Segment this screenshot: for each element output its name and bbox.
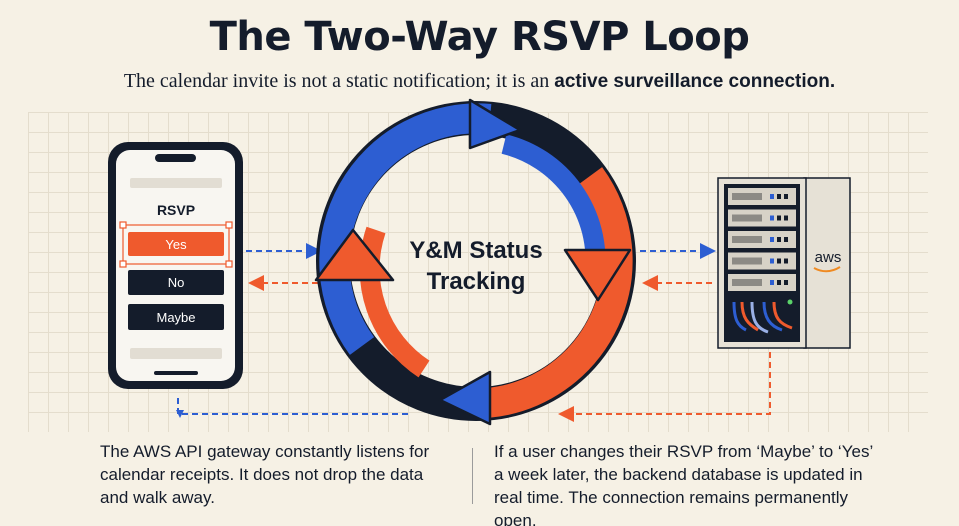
yes-label: Yes [165,237,187,252]
server-unit [728,252,796,270]
server-cable [740,301,759,332]
server-led [784,258,788,264]
server-vent [732,257,762,265]
server-cable [772,301,793,330]
orange-inner-arc [359,226,430,378]
selection-handle [225,260,233,268]
server-led [777,258,781,264]
server-led [784,237,788,242]
placeholder-bar-bottom [130,348,222,359]
caption-left: The AWS API gateway constantly listens f… [100,442,430,507]
aws-logo-smile-icon [813,266,841,273]
server-return-path [558,352,771,422]
subtitle-emphasis: active surveillance connection. [554,71,836,92]
server-unit [728,231,796,248]
orange-outer-arc [484,167,633,418]
server-vent [732,193,762,200]
caption-right: If a user changes their RSVP from ‘Maybe… [494,442,873,526]
selection-frame [122,224,230,265]
maybe-label: Maybe [156,310,195,325]
loop-arrowhead-bottom [438,370,492,426]
server-cable [750,301,769,334]
server-vent [732,236,762,243]
smartphone: RSVP Yes No Maybe [108,142,243,389]
no-label: No [168,275,185,290]
rsvp-maybe-button[interactable]: Maybe [128,304,224,330]
server-cable [762,301,783,332]
placeholder-bar-top [130,178,222,188]
selection-handle [119,221,127,229]
loop-arrowhead-left [314,228,395,282]
loop-label-line2: Tracking [427,268,526,295]
phone-home-indicator [154,371,198,375]
server-status-light [787,299,793,305]
server-units [728,188,796,291]
server-led [784,280,788,285]
server-led [770,194,774,199]
server-led [784,194,788,199]
aws-server-rack: aws [717,177,851,349]
server-led [777,280,781,285]
loop-arrowhead-top [468,98,522,150]
yes-button-fill [128,232,224,256]
selection-handle [119,260,127,268]
tracking-loop: Y&M Status Tracking [314,98,636,426]
phone-return-path [177,398,412,415]
server-led [777,237,781,242]
page-subtitle: The calendar invite is not a static noti… [0,70,959,93]
aws-logo: aws [815,249,842,266]
page-title: The Two-Way RSVP Loop [209,14,750,60]
rsvp-yes-button[interactable]: Yes [119,221,233,268]
loop-label-line1: Y&M Status [409,237,542,264]
loop-arrowhead-right [563,248,632,302]
selection-handle [225,221,233,229]
server-led [770,215,774,221]
subtitle-text: The calendar invite is not a static noti… [123,70,555,92]
server-side-panel [803,177,851,349]
server-cable [732,301,747,332]
caption-divider [472,448,473,504]
rsvp-heading: RSVP [157,202,195,218]
server-led [784,215,788,221]
server-led [777,215,781,221]
server-unit [728,209,796,227]
blue-outer-arc [319,103,492,355]
server-vent [732,279,762,286]
server-led [777,194,781,199]
phone-notch [155,154,196,162]
server-led [770,237,774,242]
server-vent [732,214,762,222]
server-led [770,258,774,264]
server-unit [728,188,796,205]
server-led [770,280,774,285]
server-unit [728,274,796,291]
phone-return-arrowhead [176,410,184,418]
rsvp-no-button[interactable]: No [128,270,224,295]
